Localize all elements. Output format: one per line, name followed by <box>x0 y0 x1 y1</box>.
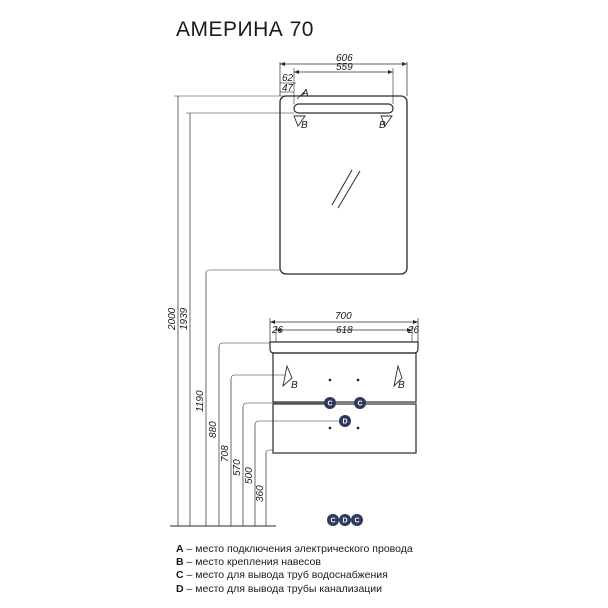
mirror-mark-a-leader <box>296 89 307 100</box>
legend: A – место подключения электрического про… <box>176 543 413 596</box>
cabinet-width-total: 700 <box>335 311 352 322</box>
legend-item-c: C – место для вывода труб водоснабжения <box>176 569 388 582</box>
mirror-width-total: 606 <box>336 53 353 64</box>
floor-marker-label: C <box>355 518 360 525</box>
floor-marker-water-left <box>327 514 339 526</box>
height-570: 570 <box>232 459 243 476</box>
mirror-shine-stroke <box>331 169 353 206</box>
mirror-frame <box>279 95 408 275</box>
cabinet-hanger-right <box>393 364 403 388</box>
height-500: 500 <box>244 467 255 484</box>
floor-marker-drain <box>339 514 351 526</box>
vanity-cabinet: B B C C D <box>269 341 419 454</box>
floor-marker-label: C <box>331 518 336 525</box>
cabinet-lower-drawer <box>272 403 417 454</box>
fixing-dot <box>356 426 360 430</box>
mirror-offset-top: 62 <box>282 73 294 84</box>
mirror: B B A <box>279 88 408 275</box>
height-dimensions: 2000 1939 1190 880 708 570 500 360 <box>167 95 339 527</box>
floor-marker-water-right <box>351 514 363 526</box>
mirror-mark-a: A <box>301 88 309 99</box>
mirror-offset-a: 47 <box>282 83 294 94</box>
cabinet-side-left: 26 <box>271 325 284 336</box>
mirror-hanger-left <box>293 115 306 127</box>
mirror-hanger-right <box>380 115 393 127</box>
cabinet-width-inner: 618 <box>336 325 353 336</box>
drain-marker <box>339 415 351 427</box>
height-1190: 1190 <box>195 390 206 412</box>
height-1939: 1939 <box>179 307 190 330</box>
height-708: 708 <box>220 445 231 462</box>
cabinet-hanger-left <box>282 364 293 388</box>
height-2000: 2000 <box>167 307 178 331</box>
cabinet-mark-b-left: B <box>291 380 298 391</box>
legend-item-b: B – место крепления навесов <box>176 556 321 569</box>
cabinet-mark-b-right: B <box>398 380 405 391</box>
cabinet-top <box>269 341 419 354</box>
drain-marker-label: D <box>343 419 348 426</box>
mirror-shine-stroke <box>337 170 361 209</box>
legend-item-d: D – место для вывода трубы канализации <box>176 582 383 595</box>
floor-markers: C D C <box>327 514 363 526</box>
page-title: АМЕРИНА 70 <box>176 18 314 41</box>
cabinet-dimensions: 700 618 26 26 <box>269 311 420 342</box>
water-supply-marker-label: C <box>328 401 333 408</box>
mirror-width-inner: 559 <box>336 62 353 73</box>
mirror-dimensions: 606 559 62 47 <box>279 53 408 104</box>
height-360: 360 <box>255 485 266 502</box>
mirror-mark-b-right: B <box>379 120 386 131</box>
fixing-dot <box>328 426 332 430</box>
water-supply-marker-right <box>354 397 366 409</box>
fixing-dot <box>328 378 332 382</box>
legend-item-a: A – место подключения электрического про… <box>176 543 413 555</box>
water-supply-marker-label: C <box>358 401 363 408</box>
cabinet-side-right: 26 <box>407 325 420 336</box>
cabinet-upper-drawer <box>272 352 417 403</box>
fixing-dot <box>356 378 360 382</box>
height-880: 880 <box>208 421 219 438</box>
water-supply-marker-left <box>324 397 336 409</box>
mirror-lamp <box>293 103 394 114</box>
mirror-mark-b-left: B <box>301 120 308 131</box>
floor-marker-label: D <box>343 518 348 525</box>
